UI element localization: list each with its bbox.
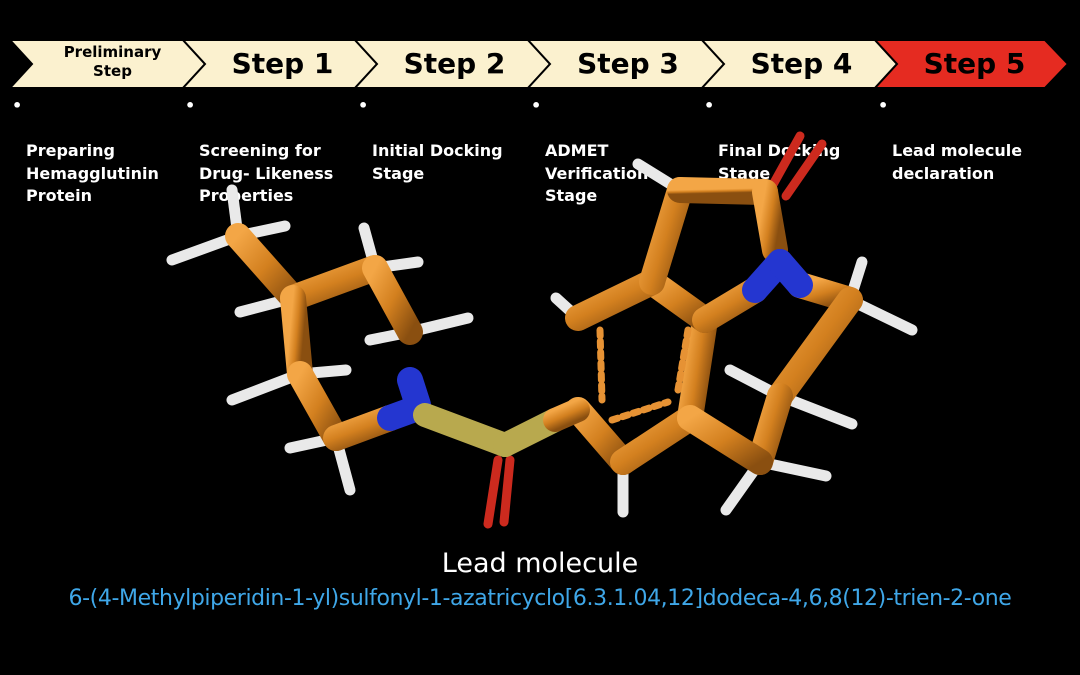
bullet-icon: • bbox=[12, 96, 23, 115]
step-description-1: • Screening for Drug- Likeness Propertie… bbox=[185, 95, 334, 208]
bullet-icon: • bbox=[704, 96, 715, 115]
step-description-5: • Lead molecule declaration bbox=[878, 95, 1023, 185]
sulfur-bonds bbox=[413, 403, 567, 457]
step-label-5: Step 5 bbox=[923, 47, 1026, 80]
step-label-preliminary: Preliminary Step bbox=[40, 43, 185, 81]
sulfur-carbon-bond bbox=[543, 398, 590, 432]
step-chevrons bbox=[7, 39, 1070, 89]
lead-molecule-title: Lead molecule bbox=[441, 548, 639, 579]
step-description-2-text: Initial Docking Stage bbox=[372, 141, 503, 183]
step-label-preliminary-line2: Step bbox=[93, 62, 132, 80]
step-label-2: Step 2 bbox=[403, 47, 506, 80]
step-label-4: Step 4 bbox=[750, 47, 853, 80]
step-description-3: • ADMET Verification Stage bbox=[531, 95, 649, 208]
step-label-1: Step 1 bbox=[231, 47, 334, 80]
molecule-stick-model bbox=[166, 131, 918, 529]
nitrogen-bonds bbox=[377, 249, 813, 431]
molecule-name: 6-(4-Methylpiperidin-1-yl)sulfonyl-1-aza… bbox=[68, 586, 1012, 611]
bullet-icon: • bbox=[878, 96, 889, 115]
hydrogen-bonds bbox=[166, 158, 918, 518]
step-label-3: Step 3 bbox=[577, 47, 679, 80]
step-description-2: • Initial Docking Stage bbox=[358, 95, 503, 185]
bullet-icon: • bbox=[358, 96, 369, 115]
carbon-bonds bbox=[225, 177, 863, 475]
chevron-step-5 bbox=[872, 39, 1070, 89]
step-description-preliminary: • Preparing Hemagglutinin Protein bbox=[12, 95, 159, 208]
step-description-preliminary-text: Preparing Hemagglutinin Protein bbox=[26, 141, 159, 205]
aromatic-ring-dashes bbox=[596, 326, 692, 424]
step-description-5-text: Lead molecule declaration bbox=[892, 141, 1023, 183]
oxygen-bonds bbox=[483, 131, 827, 529]
step-label-preliminary-line1: Preliminary bbox=[63, 43, 162, 61]
bullet-icon: • bbox=[531, 96, 542, 115]
step-description-3-text: ADMET Verification Stage bbox=[545, 141, 649, 205]
step-description-1-text: Screening for Drug- Likeness Properties bbox=[199, 141, 334, 205]
bullet-icon: • bbox=[185, 96, 196, 115]
